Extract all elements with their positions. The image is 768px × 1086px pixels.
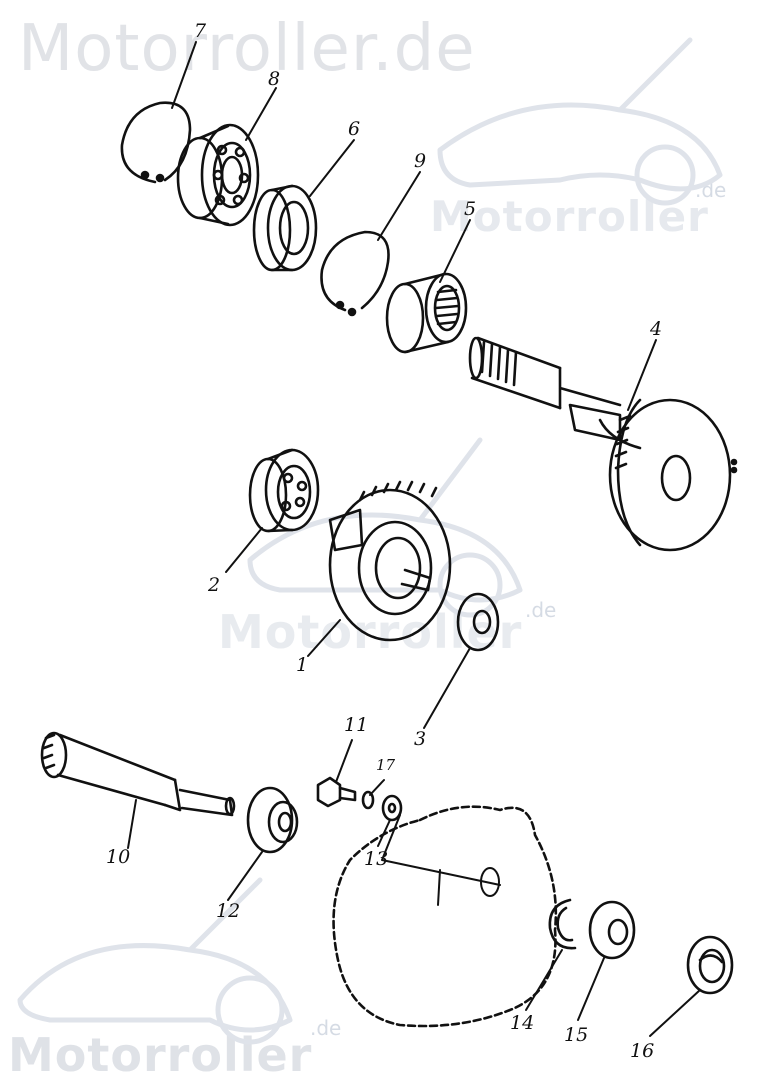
label-part-8: 8 (268, 68, 281, 90)
cover-gasket (332, 805, 558, 1028)
part-17-small-washer (361, 790, 375, 810)
part-6-oil-seal (252, 184, 318, 272)
label-part-10: 10 (106, 846, 131, 868)
leader-lines (127, 41, 701, 1037)
part-5-needle-bearing (385, 272, 468, 354)
label-part-6: 6 (348, 118, 361, 140)
watermark-top: Motorroller.de (18, 12, 476, 86)
label-part-1: 1 (296, 654, 309, 676)
label-part-7: 7 (194, 20, 207, 42)
label-part-9: 9 (414, 150, 427, 172)
watermark-bottom-suffix: .de (310, 1016, 342, 1040)
label-part-5: 5 (464, 198, 477, 220)
label-part-17: 17 (376, 756, 396, 774)
watermark-scooter-outlines (17, 37, 723, 1045)
part-15-washer (588, 900, 636, 960)
label-part-16: 16 (630, 1040, 655, 1062)
part-12-bearing (246, 786, 299, 854)
part-8-ball-bearing (176, 123, 260, 227)
part-9-circlip (320, 230, 390, 317)
label-part-2: 2 (208, 574, 221, 596)
part-16-bushing (686, 935, 734, 995)
part-3-washer (456, 592, 500, 652)
watermark-center-suffix: .de (525, 598, 557, 622)
part-1-gear (328, 480, 452, 642)
label-part-14: 14 (510, 1012, 535, 1034)
label-part-11: 11 (344, 714, 369, 736)
part-7-circlip (120, 101, 192, 184)
part-2-ball-bearing (248, 448, 320, 533)
part-10-kick-shaft (40, 731, 236, 817)
cover-details (381, 814, 501, 906)
label-part-12: 12 (216, 900, 241, 922)
part-14-clip (548, 898, 577, 950)
label-part-4: 4 (650, 318, 663, 340)
watermark-middle: Motorroller (430, 192, 709, 241)
label-part-15: 15 (564, 1024, 589, 1046)
part-13-washer (381, 794, 403, 822)
label-part-3: 3 (414, 728, 427, 750)
part-11-bolt (316, 776, 357, 808)
part-4-shaft-gear (468, 336, 738, 552)
label-part-13: 13 (364, 848, 389, 870)
watermark-bottom: Motorroller (8, 1028, 313, 1082)
